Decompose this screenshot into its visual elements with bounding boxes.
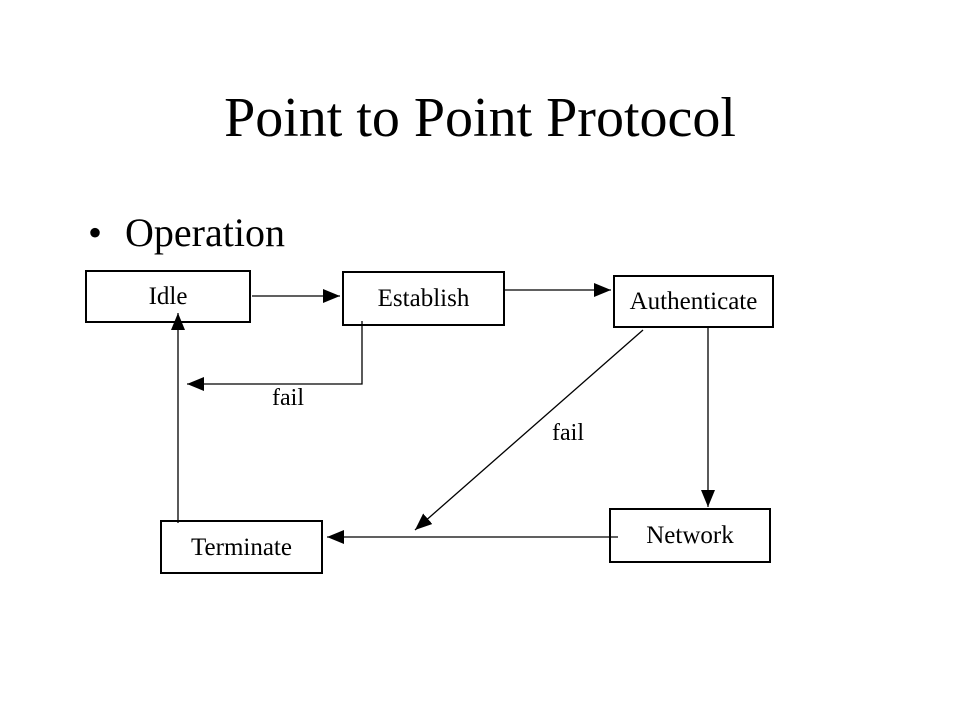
edge-label-fail-establish-to-idle: fail bbox=[272, 385, 304, 411]
state-box-authenticate: Authenticate bbox=[613, 275, 774, 328]
slide-title: Point to Point Protocol bbox=[224, 87, 736, 149]
state-label-establish: Establish bbox=[377, 285, 470, 312]
state-label-authenticate: Authenticate bbox=[629, 288, 758, 315]
bullet-item-operation: • Operation bbox=[88, 210, 285, 257]
bullet-label-operation: Operation bbox=[125, 210, 285, 255]
state-box-network: Network bbox=[609, 508, 771, 563]
state-label-terminate: Terminate bbox=[191, 533, 292, 561]
edge-authenticate-to-terminate-fail bbox=[414, 329, 644, 531]
state-box-idle: Idle bbox=[85, 270, 251, 323]
state-box-establish: Establish bbox=[342, 271, 505, 326]
state-box-terminate: Terminate bbox=[160, 520, 323, 574]
state-label-network: Network bbox=[646, 522, 734, 549]
state-label-idle: Idle bbox=[148, 283, 188, 310]
edge-establish-to-idle-fail bbox=[187, 321, 363, 391]
edge-label-fail-authenticate-to-terminate: fail bbox=[552, 420, 584, 446]
bullet-marker: • bbox=[88, 210, 103, 255]
